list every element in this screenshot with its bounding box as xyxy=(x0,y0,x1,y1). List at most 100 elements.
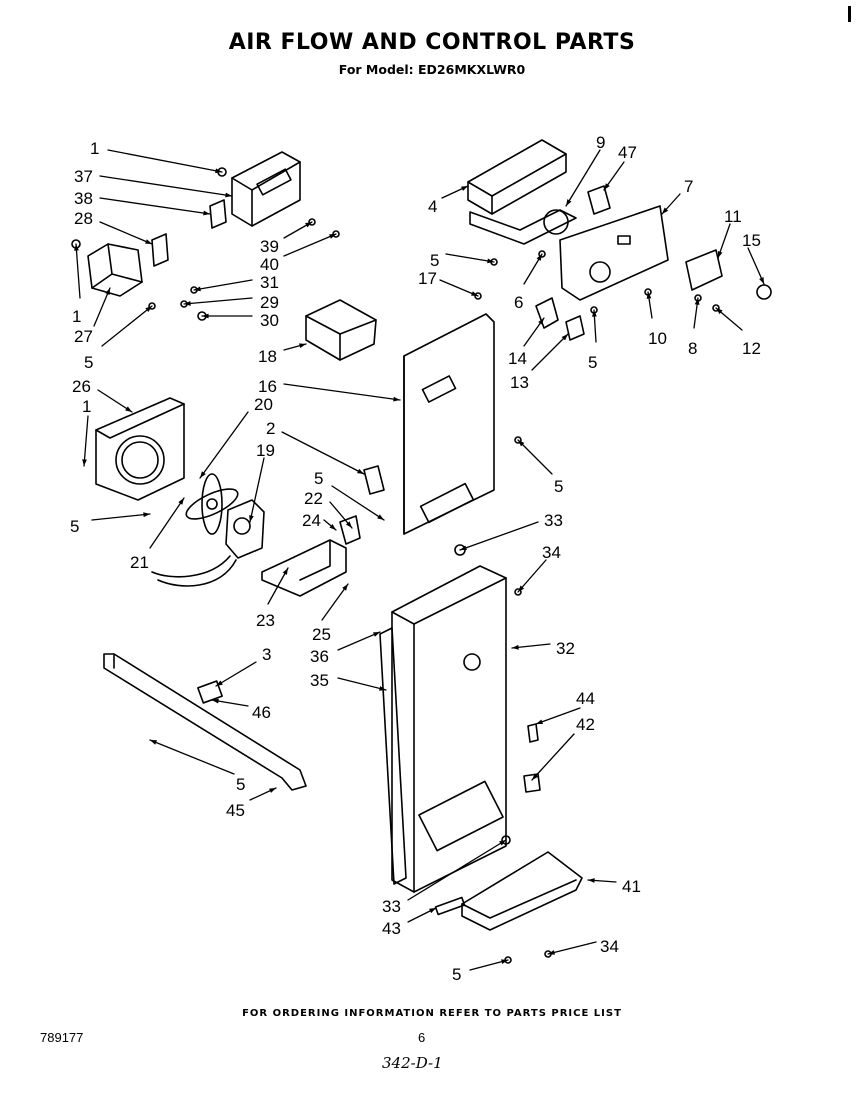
control-mounting-plate xyxy=(559,205,669,301)
model-subtitle: For Model: ED26MKXLWR0 xyxy=(338,62,526,77)
leader-arrowhead-22 xyxy=(345,521,352,528)
callout-label-5: 5 xyxy=(430,251,439,270)
fan-motor xyxy=(151,499,265,587)
leader-arrowhead-5 xyxy=(592,310,597,317)
leader-arrowhead-5 xyxy=(487,258,494,264)
leader-line-31 xyxy=(193,279,253,291)
callout-label-24: 24 xyxy=(302,511,321,530)
callout-label-44: 44 xyxy=(576,689,595,708)
leader-line-5 xyxy=(517,439,553,475)
callout-label-12: 12 xyxy=(742,339,761,358)
leader-arrowhead-5 xyxy=(518,440,525,447)
callout-label-42: 42 xyxy=(576,715,595,734)
callout-label-31: 31 xyxy=(260,273,279,292)
callout-label-9: 9 xyxy=(596,133,605,152)
callout-label-30: 30 xyxy=(260,311,279,330)
callout-label-1: 1 xyxy=(72,307,81,326)
leader-arrowhead-2 xyxy=(357,468,364,474)
leader-line-25 xyxy=(321,583,349,621)
callout-label-5: 5 xyxy=(554,477,563,496)
callout-label-5: 5 xyxy=(452,965,461,984)
callout-leader-lines xyxy=(74,149,765,971)
light-switch-block xyxy=(305,299,377,361)
leader-arrowhead-37 xyxy=(225,192,232,198)
leader-line-34 xyxy=(547,941,597,955)
leader-line-5 xyxy=(91,513,151,521)
callout-label-10: 10 xyxy=(648,329,667,348)
callout-label-15: 15 xyxy=(742,231,761,250)
leader-line-36 xyxy=(337,631,381,651)
leader-arrowhead-8 xyxy=(694,298,700,305)
callout-label-1: 1 xyxy=(82,397,91,416)
leader-arrowhead-34 xyxy=(548,950,555,955)
callout-label-22: 22 xyxy=(304,489,323,508)
handwritten-code: 342-D-1 xyxy=(382,1054,443,1072)
ordering-note: FOR ORDERING INFORMATION REFER TO PARTS … xyxy=(242,1008,622,1019)
leader-line-40 xyxy=(283,233,337,257)
drain-fittings xyxy=(434,544,552,964)
control-housing xyxy=(231,151,301,227)
callout-label-32: 32 xyxy=(556,639,575,658)
leader-arrowhead-43 xyxy=(429,908,436,914)
callout-label-5: 5 xyxy=(314,469,323,488)
leader-line-23 xyxy=(267,567,289,605)
leader-line-5 xyxy=(445,253,495,263)
leader-line-33 xyxy=(407,839,507,901)
callout-label-20: 20 xyxy=(254,395,273,414)
leader-arrowhead-25 xyxy=(342,584,348,591)
leader-arrowhead-1 xyxy=(74,244,79,251)
leader-line-16 xyxy=(283,383,401,401)
callout-label-37: 37 xyxy=(74,167,93,186)
leader-arrowhead-13 xyxy=(561,334,568,341)
side-seal-strip xyxy=(379,627,407,885)
callout-label-34: 34 xyxy=(600,937,619,956)
callout-label-35: 35 xyxy=(310,671,329,690)
leader-line-29 xyxy=(183,297,253,305)
leader-arrowhead-38 xyxy=(203,210,210,216)
leader-arrowhead-45 xyxy=(269,788,276,793)
leader-arrowhead-17 xyxy=(471,291,478,296)
leader-line-27 xyxy=(93,287,111,327)
leader-line-44 xyxy=(535,707,581,725)
callout-label-5: 5 xyxy=(70,517,79,536)
callout-label-47: 47 xyxy=(618,143,637,162)
callout-label-41: 41 xyxy=(622,877,641,896)
callout-label-8: 8 xyxy=(688,339,697,358)
leader-line-1 xyxy=(75,243,81,299)
leader-line-21 xyxy=(149,497,185,549)
leader-line-5 xyxy=(149,739,235,775)
leader-arrowhead-14 xyxy=(538,318,544,325)
leader-arrowhead-1 xyxy=(215,168,222,174)
leader-arrowhead-33 xyxy=(460,545,467,551)
diagram-title: AIR FLOW AND CONTROL PARTS xyxy=(228,30,636,55)
scan-edge-mark xyxy=(848,6,851,22)
leader-line-9 xyxy=(565,149,601,207)
leader-arrowhead-11 xyxy=(717,251,723,258)
terminal-block xyxy=(587,185,611,215)
leader-arrowhead-31 xyxy=(194,286,201,292)
leader-line-1 xyxy=(83,415,89,467)
leader-line-19 xyxy=(249,457,265,523)
callout-label-34: 34 xyxy=(542,543,561,562)
callout-label-25: 25 xyxy=(312,625,331,644)
damper-bracket xyxy=(469,209,577,245)
callout-label-11: 11 xyxy=(724,207,742,226)
leader-arrowhead-27 xyxy=(105,288,110,295)
leader-arrowhead-12 xyxy=(716,308,723,315)
callout-labels: 1373828127539403129302615212021952224232… xyxy=(70,133,761,984)
leader-line-35 xyxy=(337,677,387,691)
callout-label-13: 13 xyxy=(510,373,529,392)
leader-arrowhead-5 xyxy=(143,512,150,518)
leader-arrowhead-7 xyxy=(662,207,669,214)
thermostat-part xyxy=(87,243,143,297)
leader-arrowhead-34 xyxy=(518,585,525,592)
leader-line-38 xyxy=(99,197,211,215)
leader-line-13 xyxy=(531,333,569,371)
callout-label-19: 19 xyxy=(256,441,275,460)
callout-label-7: 7 xyxy=(684,177,693,196)
leader-arrowhead-10 xyxy=(646,292,652,299)
callout-label-16: 16 xyxy=(258,377,277,396)
leader-line-28 xyxy=(99,221,153,245)
motor-bracket xyxy=(261,539,347,597)
page-number: 6 xyxy=(418,1030,426,1045)
